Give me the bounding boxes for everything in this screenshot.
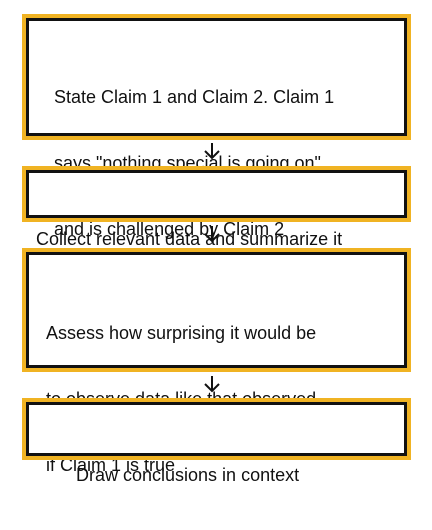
step-4-text: Draw conclusions in context [76, 420, 299, 530]
step-3-inner-border [26, 252, 407, 368]
step-3-line-1: Assess how surprising it would be [46, 323, 317, 343]
arrow-down-icon [202, 224, 222, 244]
step-2-inner-border [26, 170, 407, 218]
arrow-down-icon [202, 374, 222, 394]
step-4-inner-border [26, 402, 407, 456]
step-4-line-1: Draw conclusions in context [76, 465, 300, 485]
step-1-inner-border [26, 18, 407, 136]
step-1-line-3: and is challenged by Claim 2 [54, 219, 285, 239]
step-2-line-1: Collect relevant data and summarize it [36, 229, 343, 249]
step-1-line-1: State Claim 1 and Claim 2. Claim 1 [54, 87, 335, 107]
arrow-down-icon [202, 141, 222, 161]
step-4-box: Draw conclusions in context [22, 398, 411, 485]
step-3-line-3: if Claim 1 is true [46, 455, 176, 475]
step-2-box: Collect relevant data and summarize it [22, 166, 411, 249]
step-3-box: Assess how surprising it would be to obs… [22, 248, 411, 475]
step-1-box: State Claim 1 and Claim 2. Claim 1 says … [22, 14, 411, 239]
step-2-text: Collect relevant data and summarize it [36, 184, 342, 294]
